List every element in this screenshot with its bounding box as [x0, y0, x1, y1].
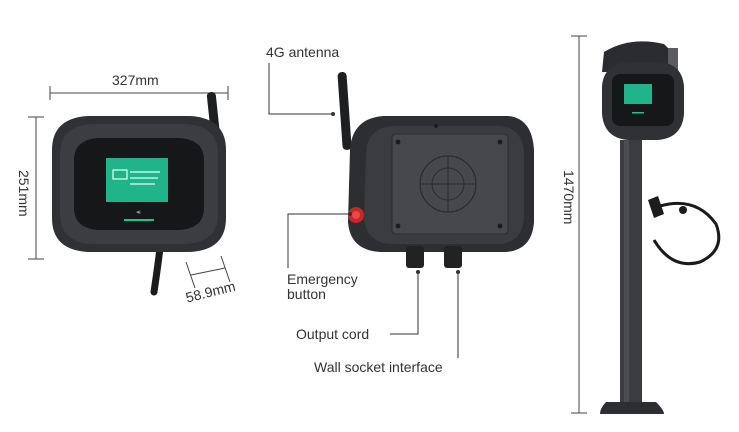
antenna-callout-line — [268, 63, 333, 115]
width-label: 327mm — [112, 72, 159, 88]
output-cord-callout-line — [390, 272, 419, 335]
antenna-callout: 4G antenna — [266, 44, 340, 60]
wall-socket-gland — [444, 246, 462, 268]
wall-socket-callout: Wall socket interface — [314, 359, 443, 375]
pole-height-label: 1470mm — [561, 170, 577, 225]
front-view-charger: ◂ᵢ — [28, 86, 231, 296]
charging-cable — [150, 244, 164, 296]
output-cord-callout: Output cord — [296, 326, 370, 342]
pole-mount-charger — [571, 35, 721, 414]
emergency-callout-line2: button — [287, 286, 326, 302]
emergency-callout-line — [287, 213, 350, 268]
pole-base — [600, 402, 664, 414]
depth-dimension-line — [185, 261, 196, 289]
emergency-callout-line1: Emergency — [287, 271, 358, 287]
pole-screen — [624, 84, 652, 104]
screen — [106, 158, 168, 202]
battery-icon — [112, 169, 128, 180]
output-cord-gland — [406, 246, 424, 268]
rfid-icon: ◂ᵢ — [136, 208, 141, 216]
pole — [620, 140, 642, 402]
back-view-charger — [268, 63, 534, 358]
connector-holster — [648, 196, 664, 218]
charging-cable-pole — [652, 201, 721, 266]
status-led — [124, 219, 154, 221]
height-label: 251mm — [16, 170, 32, 217]
antenna-back — [337, 72, 352, 150]
